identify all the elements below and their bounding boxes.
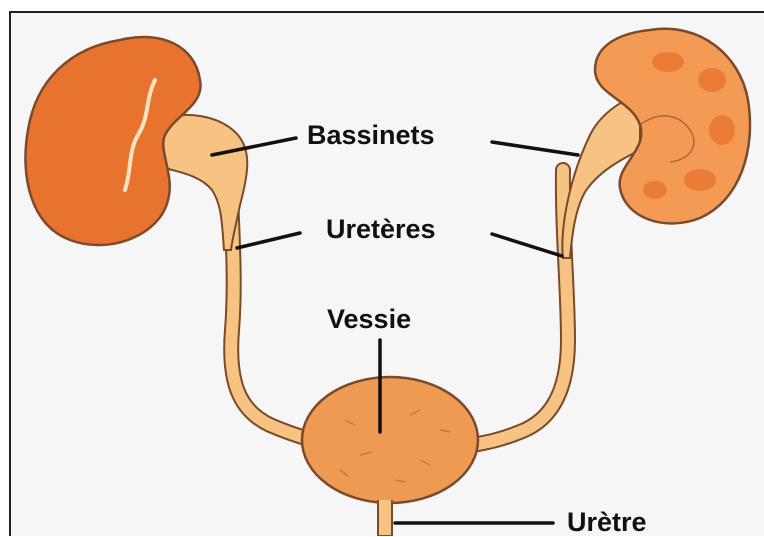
bladder-icon [302, 377, 478, 503]
label-vessie: Vessie [327, 306, 411, 333]
label-uretre: Urètre [567, 509, 647, 536]
label-ureteres: Uretères [326, 216, 436, 243]
label-bassinets: Bassinets [307, 122, 435, 149]
urethra [378, 500, 392, 536]
